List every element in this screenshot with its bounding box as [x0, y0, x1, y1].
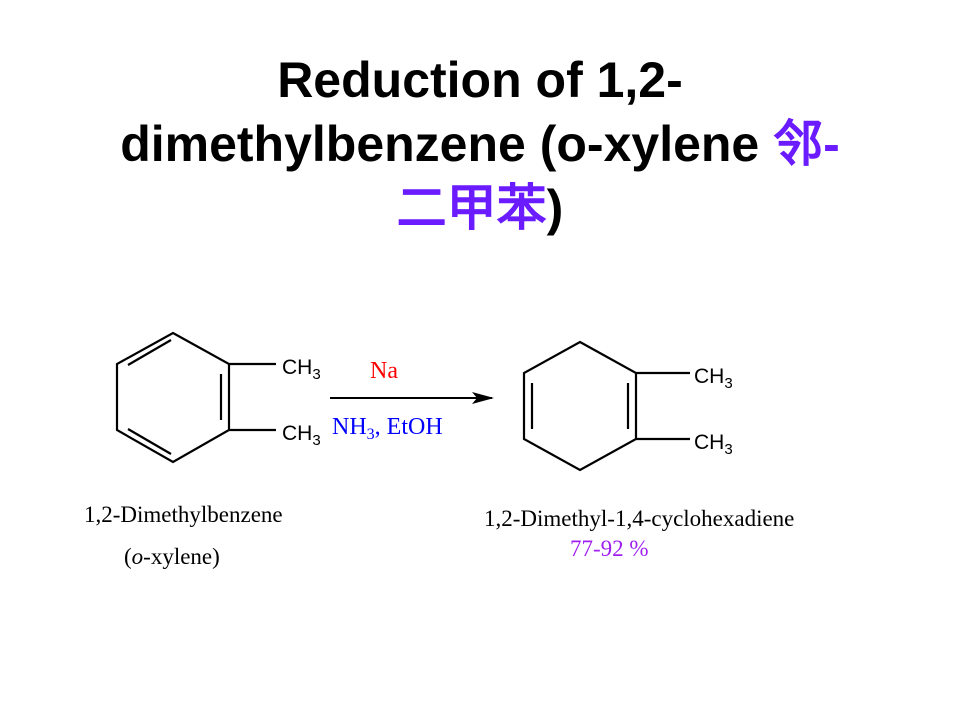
reagent-conditions: NH3, EtOH [332, 414, 443, 443]
benzene-ring [115, 331, 276, 464]
product-name: 1,2-Dimethyl-1,4-cyclohexadiene [484, 506, 794, 531]
reactant-name: 1,2-Dimethylbenzene [84, 502, 283, 527]
title-line-2-text: dimethylbenzene (o-xylene [120, 116, 774, 172]
title-line-3: 二甲苯) [30, 176, 930, 240]
reagent-sodium: Na [370, 358, 398, 384]
title-line-2-cjk: 邻- [773, 116, 840, 172]
title-line-3-cjk: 二甲苯 [396, 180, 547, 236]
cyclohexadiene-ring [522, 340, 690, 472]
reactant-common-name: (o-xylene) [124, 544, 220, 569]
product-methyl-top: CH3 [694, 365, 733, 392]
product-methyl-bottom: CH3 [694, 431, 733, 458]
product-yield: 77-92 % [570, 536, 649, 561]
title-line-3-text: ) [546, 180, 564, 236]
title-line-1: Reduction of 1,2- [277, 52, 683, 108]
page-title: Reduction of 1,2- dimethylbenzene (o-xyl… [30, 48, 930, 240]
title-line-2: dimethylbenzene (o-xylene 邻- [30, 112, 930, 176]
reactant-methyl-bottom: CH3 [282, 422, 321, 449]
reactant-methyl-top: CH3 [282, 356, 321, 383]
